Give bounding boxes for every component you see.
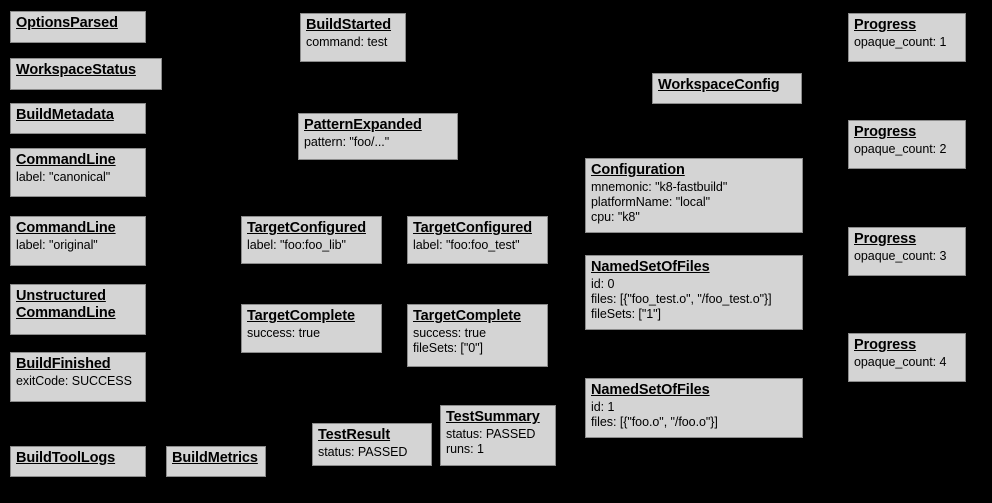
event-node-title: Progress (854, 124, 917, 140)
event-node-field: label: "foo:foo_test" (413, 238, 520, 253)
event-node-field: label: "canonical" (16, 170, 111, 185)
event-node-field: command: test (306, 35, 388, 50)
event-node-build-finished[interactable]: BuildFinished exitCode: SUCCESS (10, 352, 146, 402)
event-node-field: files: [{"foo.o", "/foo.o"}] (591, 414, 718, 429)
event-node-build-metrics[interactable]: BuildMetrics (166, 446, 266, 477)
event-node-build-metadata[interactable]: BuildMetadata (10, 103, 146, 134)
event-node-field: success: true (247, 326, 320, 341)
event-node-title: WorkspaceStatus (16, 62, 136, 78)
event-node-fields: status: PASSED (318, 445, 426, 460)
event-node-title: Configuration (591, 162, 685, 178)
event-node-field: opaque_count: 1 (854, 35, 947, 50)
event-node-title: OptionsParsed (16, 15, 118, 31)
event-node-fields: label: "foo:foo_lib" (247, 238, 376, 253)
event-node-field: status: PASSED (446, 427, 536, 442)
event-node-title: TargetConfigured (247, 220, 366, 236)
event-node-title: Progress (854, 337, 917, 353)
event-node-progress-3[interactable]: Progress opaque_count: 3 (848, 227, 966, 276)
event-node-title: Progress (854, 231, 917, 247)
event-node-title: TargetConfigured (413, 220, 532, 236)
event-node-workspace-status[interactable]: WorkspaceStatus (10, 58, 162, 90)
event-node-target-configured-foo-test[interactable]: TargetConfigured label: "foo:foo_test" (407, 216, 548, 264)
event-node-title: TargetComplete (247, 308, 355, 324)
event-node-configuration[interactable]: Configuration mnemonic: "k8-fastbuild"pla… (585, 158, 803, 233)
event-node-field: files: [{"foo_test.o", "/foo_test.o"}] (591, 291, 772, 306)
event-node-field: id: 0 (591, 277, 615, 292)
event-node-title: WorkspaceConfig (658, 77, 780, 93)
event-node-field: opaque_count: 3 (854, 249, 947, 264)
event-node-title: TestSummary (446, 409, 540, 425)
event-node-title: CommandLine (16, 152, 116, 168)
event-node-fields: opaque_count: 3 (854, 249, 960, 264)
event-node-title: TestResult (318, 427, 391, 443)
event-node-title: BuildToolLogs (16, 450, 116, 466)
event-node-options-parsed[interactable]: OptionsParsed (10, 11, 146, 43)
event-node-build-started[interactable]: BuildStarted command: test (300, 13, 406, 62)
event-node-fields: pattern: "foo/..." (304, 135, 452, 150)
event-node-fields: opaque_count: 1 (854, 35, 960, 50)
event-node-title: TargetComplete (413, 308, 521, 324)
event-node-field: exitCode: SUCCESS (16, 374, 132, 389)
event-node-title: CommandLine (16, 220, 116, 236)
event-node-progress-2[interactable]: Progress opaque_count: 2 (848, 120, 966, 169)
event-node-target-complete-foo-lib[interactable]: TargetComplete success: true (241, 304, 382, 353)
event-node-title: BuildFinished (16, 356, 111, 372)
event-node-command-line-canonical[interactable]: CommandLine label: "canonical" (10, 148, 146, 197)
event-node-progress-4[interactable]: Progress opaque_count: 4 (848, 333, 966, 382)
event-node-title: NamedSetOfFiles (591, 382, 710, 398)
event-node-field: opaque_count: 2 (854, 142, 947, 157)
event-node-field: cpu: "k8" (591, 209, 640, 224)
event-node-fields: exitCode: SUCCESS (16, 374, 140, 389)
event-node-title: BuildMetadata (16, 107, 114, 123)
event-node-fields: opaque_count: 2 (854, 142, 960, 157)
event-node-workspace-config[interactable]: WorkspaceConfig (652, 73, 802, 104)
event-node-title: Progress (854, 17, 917, 33)
event-node-command-line-original[interactable]: CommandLine label: "original" (10, 216, 146, 266)
event-node-field: platformName: "local" (591, 194, 710, 209)
event-node-title: NamedSetOfFiles (591, 259, 710, 275)
event-node-field: fileSets: ["0"] (413, 340, 483, 355)
event-node-fields: label: "foo:foo_test" (413, 238, 542, 253)
event-node-progress-1[interactable]: Progress opaque_count: 1 (848, 13, 966, 62)
event-node-field: success: true (413, 326, 486, 341)
event-node-field: mnemonic: "k8-fastbuild" (591, 180, 728, 195)
event-node-field: label: "foo:foo_lib" (247, 238, 346, 253)
event-node-target-configured-foo-lib[interactable]: TargetConfigured label: "foo:foo_lib" (241, 216, 382, 264)
event-node-fields: label: "original" (16, 238, 140, 253)
event-node-field: fileSets: ["1"] (591, 306, 661, 321)
event-node-title: BuildMetrics (172, 450, 258, 466)
event-node-field: runs: 1 (446, 441, 484, 456)
event-node-fields: command: test (306, 35, 400, 50)
event-node-build-tool-logs[interactable]: BuildToolLogs (10, 446, 146, 477)
event-node-field: status: PASSED (318, 445, 408, 460)
event-node-field: label: "original" (16, 238, 98, 253)
event-node-title: Unstructured CommandLine (16, 288, 116, 322)
event-node-field: opaque_count: 4 (854, 355, 947, 370)
event-node-fields: success: true (247, 326, 376, 341)
event-node-fields: label: "canonical" (16, 170, 140, 185)
event-node-field: pattern: "foo/..." (304, 135, 390, 150)
event-node-fields: mnemonic: "k8-fastbuild"platformName: "l… (591, 180, 797, 224)
event-node-unstructured-command-line[interactable]: Unstructured CommandLine (10, 284, 146, 335)
event-node-fields: opaque_count: 4 (854, 355, 960, 370)
event-node-title: PatternExpanded (304, 117, 422, 133)
event-node-title: BuildStarted (306, 17, 392, 33)
event-node-field: id: 1 (591, 400, 615, 415)
event-node-test-result[interactable]: TestResult status: PASSED (312, 423, 432, 466)
event-node-pattern-expanded[interactable]: PatternExpanded pattern: "foo/..." (298, 113, 458, 160)
